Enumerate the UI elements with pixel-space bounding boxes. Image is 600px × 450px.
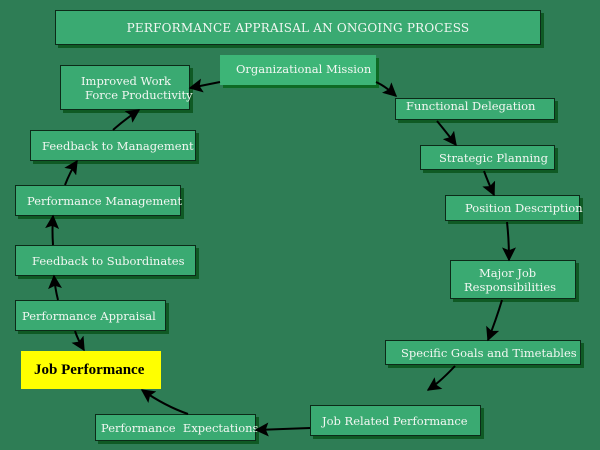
step-job-performance-highlighted: Job Performance (21, 351, 161, 389)
step-label-line1: Improved Work (81, 73, 171, 88)
step-label: Position Description (465, 201, 583, 215)
arrow-mission-to-delegation (375, 81, 398, 97)
arrow-mission-to-improved (188, 78, 221, 93)
step-performance-expectations: Performance Expectations (95, 414, 259, 441)
arrow-job-related-to-expectations (254, 422, 311, 437)
step-strategic-planning: Strategic Planning (420, 145, 555, 170)
step-label: Job Performance (34, 361, 145, 378)
step-label-line2: Force Productivity (85, 87, 193, 102)
step-performance-management: Performance Management (15, 185, 183, 216)
arrow-planning-to-position (482, 170, 496, 197)
arrow-appraisal-to-subordinates (48, 274, 63, 301)
step-label: Feedback to Subordinates (32, 253, 185, 268)
step-major-job-responsibilities: Major Job Responsibilities (450, 260, 576, 299)
step-label-line2: Responsibilities (464, 279, 557, 294)
step-label-line1: Major Job (479, 265, 537, 280)
arrow-position-to-major-job (501, 221, 516, 262)
step-label: Performance Expectations (101, 420, 259, 435)
arrow-appraisal-to-job-performance (71, 330, 85, 352)
step-improved-work-force-productivity: Improved Work Force Productivity (60, 65, 193, 110)
step-specific-goals-and-timetables: Specific Goals and Timetables (385, 340, 581, 365)
step-label: Functional Delegation (406, 99, 536, 113)
arrow-performance-management-to-feedback-management (64, 159, 78, 186)
step-label: Performance Appraisal (22, 308, 156, 323)
step-label: Strategic Planning (439, 150, 548, 165)
step-label: Performance Management (27, 193, 183, 208)
step-performance-appraisal: Performance Appraisal (15, 300, 166, 331)
step-position-description: Position Description (445, 195, 583, 221)
step-label: Specific Goals and Timetables (401, 345, 577, 360)
step-label: Feedback to Management (42, 138, 194, 153)
arrow-major-job-to-goals (486, 299, 503, 342)
arrow-expectations-to-job-performance (140, 389, 189, 415)
arrow-feedback-management-to-improved (112, 109, 141, 131)
arrow-delegation-to-planning (436, 120, 457, 147)
diagram-title: PERFORMANCE APPRAISAL AN ONGOING PROCESS (55, 10, 541, 45)
step-organizational-mission: Organizational Mission (220, 55, 376, 85)
step-job-related-performance: Job Related Performance (310, 405, 481, 436)
step-feedback-to-management: Feedback to Management (30, 130, 196, 161)
step-functional-delegation: Functional Delegation (395, 98, 555, 120)
arrow-subordinates-to-performance-management (45, 214, 60, 246)
step-feedback-to-subordinates: Feedback to Subordinates (15, 245, 196, 276)
step-label: Job Related Performance (322, 413, 468, 428)
step-label: Organizational Mission (236, 62, 372, 76)
arrow-goals-to-job-related (426, 365, 456, 391)
diagram-title-text: PERFORMANCE APPRAISAL AN ONGOING PROCESS (126, 20, 470, 35)
